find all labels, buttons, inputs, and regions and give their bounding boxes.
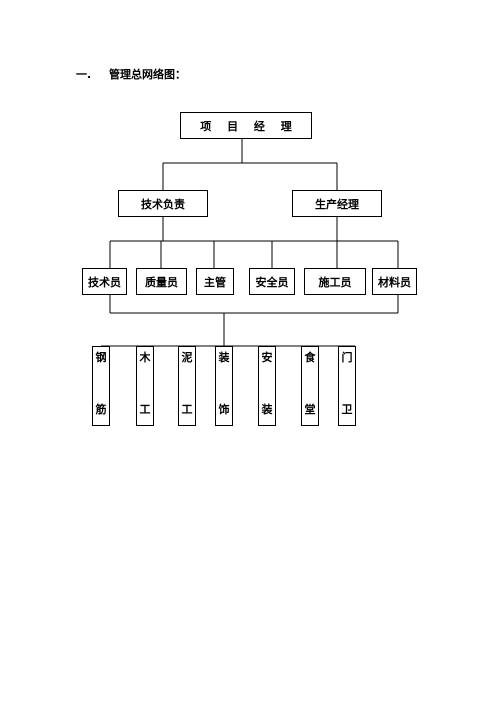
- node-technician: 技术员: [82, 268, 127, 295]
- team-decoration: 装饰: [215, 346, 233, 426]
- node-supervisor: 主管: [196, 268, 234, 295]
- team-masonry: 泥工: [178, 346, 196, 426]
- team-installation: 安装: [258, 346, 276, 426]
- section-heading: 一. 管理总网络图：: [76, 66, 186, 82]
- team-gatekeeper: 门卫: [338, 346, 356, 426]
- node-construction-worker: 施工员: [304, 268, 366, 295]
- node-materials-officer: 材料员: [372, 268, 417, 295]
- section-title: 管理总网络图：: [109, 68, 187, 81]
- team-carpentry: 木工: [136, 346, 154, 426]
- node-production-manager: 生产经理: [292, 190, 382, 217]
- team-rebar: 钢筋: [92, 346, 110, 426]
- node-safety-officer: 安全员: [249, 268, 295, 295]
- node-quality-inspector: 质量员: [136, 268, 187, 295]
- team-canteen: 食堂: [301, 346, 319, 426]
- section-number: 一.: [76, 68, 92, 81]
- node-project-manager: 项 目 经 理: [180, 112, 312, 139]
- node-technical-lead: 技术负责: [118, 190, 208, 217]
